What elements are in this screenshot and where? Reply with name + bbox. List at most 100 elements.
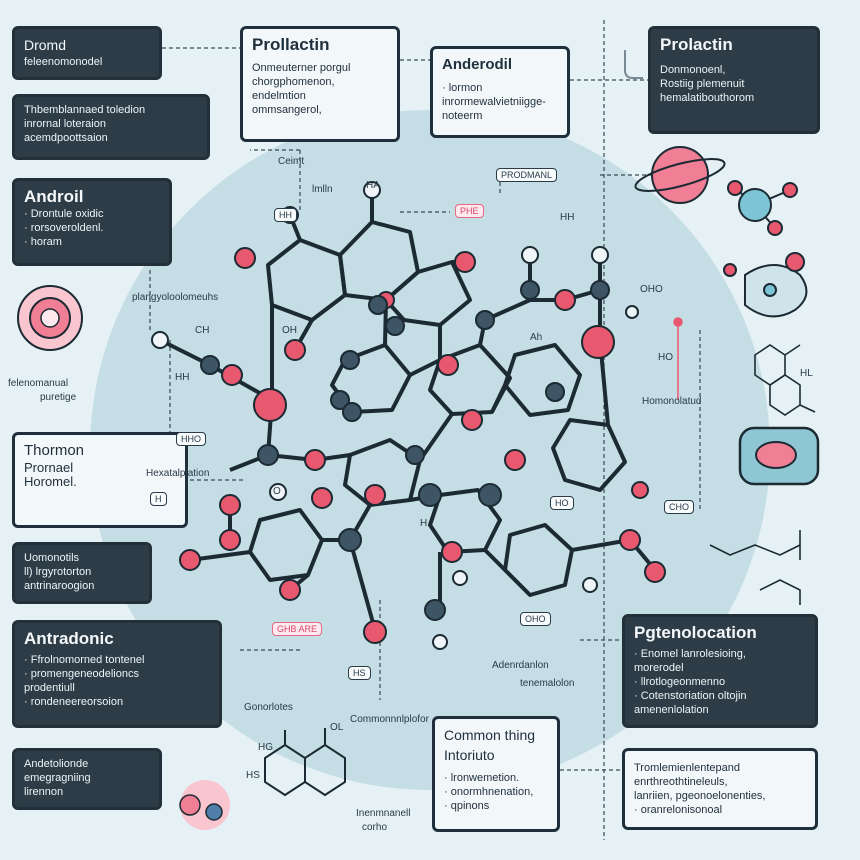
box-line: Rostiig plemenuit bbox=[660, 78, 745, 90]
box-andetolionde: Andetolionde emegragniing lirennon bbox=[12, 748, 162, 810]
label-adem: Adenrdanlon bbox=[492, 660, 549, 671]
box-title: Thormon bbox=[24, 442, 85, 459]
box-line: emegragniing bbox=[24, 772, 91, 784]
box-line: · Ffrolnomorned tontenel bbox=[24, 654, 145, 666]
label-gonat: Gonorlotes bbox=[244, 702, 293, 713]
box-thbemblannaed: Thbemblannaed toledion inrornal loteraio… bbox=[12, 94, 210, 160]
label-tener: tenemalolon bbox=[520, 678, 575, 689]
box-line: · oranrelonisonoal bbox=[634, 804, 723, 816]
box-line: · rondeneereorsoion bbox=[24, 696, 124, 708]
atom-label-ol: OL bbox=[330, 722, 344, 733]
box-title: Prollactin bbox=[252, 35, 330, 54]
pill-icon bbox=[179, 780, 230, 830]
tag-cho: CHO bbox=[664, 500, 694, 514]
label-hhh: lmlln bbox=[312, 184, 333, 195]
label-hexa: Hexatalplation bbox=[146, 468, 210, 479]
box-line: ll) lrgyrotorton bbox=[24, 566, 92, 578]
organelle-icon bbox=[723, 252, 808, 318]
target-icon bbox=[17, 285, 83, 351]
box-title: Common thing bbox=[444, 727, 536, 743]
paperclip-icon bbox=[624, 50, 643, 79]
pink-marker bbox=[673, 317, 683, 400]
atom-label-hl: HL bbox=[800, 368, 813, 379]
box-line: Horomel. bbox=[24, 474, 77, 489]
box-title: Anderodil bbox=[442, 56, 512, 73]
box-line: chorgphomenon, bbox=[252, 76, 335, 88]
box-line: · onormhnenation, bbox=[444, 786, 534, 798]
box-title: Antradonic bbox=[24, 629, 114, 648]
skeletal-structure-bottom bbox=[264, 728, 346, 797]
box-line: Uomonotils bbox=[24, 552, 80, 564]
box-line: morerodel bbox=[634, 662, 684, 674]
box-line: lanriien, pgeonoelonenties, bbox=[634, 790, 766, 802]
atom-label-oho: OHO bbox=[640, 284, 663, 295]
tag-ho: HO bbox=[550, 496, 574, 510]
box-line: antrinaroogion bbox=[24, 580, 95, 592]
tag-ghb-are: GHB ARE bbox=[272, 622, 323, 636]
tag-oho: OHO bbox=[520, 612, 551, 626]
skeletal-structure-right bbox=[709, 344, 816, 605]
box-title: Prolactin bbox=[660, 35, 733, 54]
box-line: · Cotenstoriation oltojin bbox=[634, 690, 747, 702]
atom-label-hg: HG bbox=[258, 742, 273, 753]
tag-prodmanl: PRODMANL bbox=[496, 168, 558, 182]
box-line: · llrotlogeonmenno bbox=[634, 676, 726, 688]
box-anderodil: Anderodil · lormon inrormewalvietniigge-… bbox=[430, 46, 570, 138]
box-pgtenolocation: Pgtenolocation · Enomel lanrolesioing, m… bbox=[622, 614, 818, 728]
atom-label-hh-left: HH bbox=[175, 372, 190, 383]
atom-label-h: H bbox=[420, 518, 428, 529]
cell-icon bbox=[738, 426, 820, 486]
box-line: feleenomonodel bbox=[24, 56, 103, 68]
box-line: · rorsoveroldenl. bbox=[24, 222, 104, 234]
atom-label-o: O bbox=[273, 486, 281, 497]
label-ceimt: Ceimt bbox=[278, 156, 305, 167]
atom-label-hh: HH bbox=[560, 212, 575, 223]
atom-label-ha: HA bbox=[366, 180, 380, 191]
box-line: inrornal loteraion bbox=[24, 118, 106, 130]
box-line: enrthreothtineleuls, bbox=[634, 776, 728, 788]
box-line: Thbemblannaed toledion bbox=[24, 104, 146, 116]
box-dromd: Dromd feleenomonodel bbox=[12, 26, 162, 80]
label-corho: corho bbox=[362, 822, 388, 833]
box-prolactin: Prolactin Donmonoenl, Rostiig plemenuit … bbox=[648, 26, 820, 134]
box-tromlemienlentepand: Tromlemienlentepand enrthreothtineleuls,… bbox=[622, 748, 818, 830]
box-line: · qpinons bbox=[444, 800, 490, 812]
molecule-cluster-icon bbox=[727, 180, 798, 236]
box-line: Tromlemienlentepand bbox=[634, 762, 740, 774]
box-line: · lormon bbox=[442, 82, 483, 94]
box-line: Onmeuterner porgul bbox=[252, 62, 351, 74]
box-line: noteerm bbox=[442, 110, 483, 122]
box-line: · promengeneodelioncs bbox=[24, 668, 139, 680]
box-line: Andetolionde bbox=[24, 758, 89, 770]
box-title: Dromd bbox=[24, 37, 67, 53]
box-line: · lronwemetion. bbox=[444, 772, 520, 784]
box-uomonotils: Uomonotils ll) lrgyrotorton antrinaroogi… bbox=[12, 542, 152, 604]
label-pureti: puretige bbox=[40, 392, 77, 403]
box-line: hemalatibouthorom bbox=[660, 92, 755, 104]
box-subtitle: Intoriuto bbox=[444, 747, 495, 763]
box-antradonic: Antradonic · Ffrolnomorned tontenel · pr… bbox=[12, 620, 222, 728]
label-feleno: felenomanual bbox=[8, 378, 69, 389]
box-line: Donmonoenl, bbox=[660, 64, 726, 76]
molecule-atoms bbox=[151, 181, 666, 650]
box-line: ommsangerol, bbox=[252, 104, 322, 116]
atom-label-ah: Ah bbox=[530, 332, 543, 343]
tag-hh: HH bbox=[274, 208, 297, 222]
label-comm: Commonnnlplofor bbox=[350, 714, 429, 725]
atom-label-oh: OH bbox=[282, 325, 297, 336]
atom-label-hs: HS bbox=[246, 770, 260, 781]
box-line: · Drontule oxidic bbox=[24, 208, 104, 220]
tag-phe: PHE bbox=[455, 204, 484, 218]
box-line: lirennon bbox=[24, 786, 64, 798]
planet-icon bbox=[634, 146, 726, 204]
box-line: endelmtion bbox=[252, 90, 306, 102]
box-title: Pgtenolocation bbox=[634, 623, 757, 642]
box-line: amenenlolation bbox=[634, 704, 709, 716]
box-line: prodentiull bbox=[24, 682, 75, 694]
box-prollactin: Prollactin Onmeuterner porgul chorgphome… bbox=[240, 26, 400, 142]
atom-label-ch: CH bbox=[195, 325, 210, 336]
label-intern: Inenmnanell bbox=[356, 808, 411, 819]
box-line: Prornael bbox=[24, 460, 74, 475]
box-line: acemdpoottsaion bbox=[24, 132, 108, 144]
